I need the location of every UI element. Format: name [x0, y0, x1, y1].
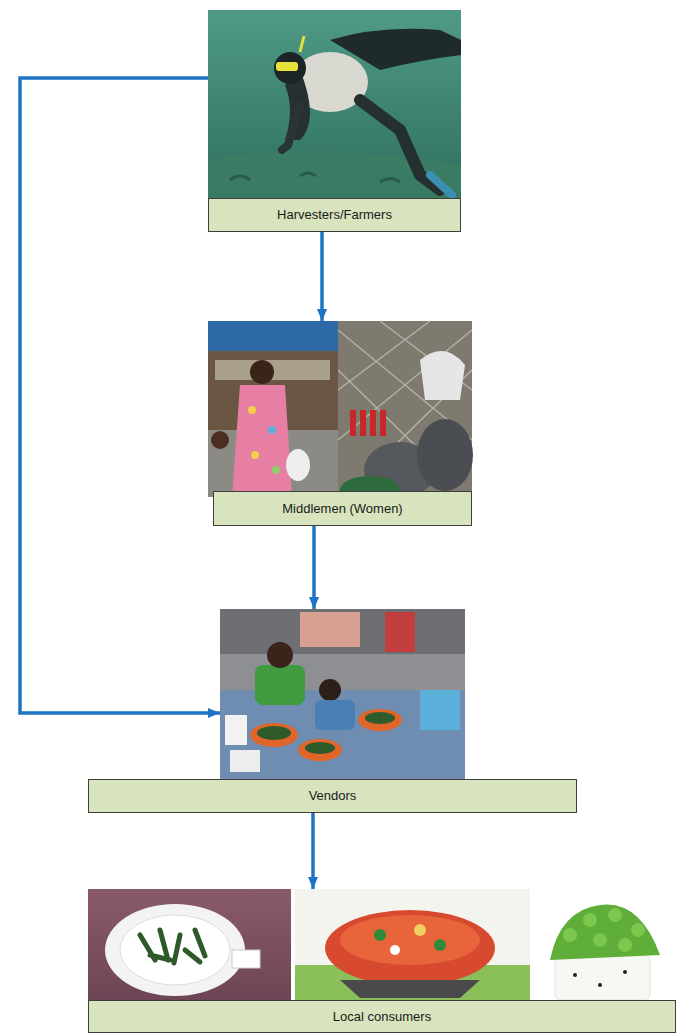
node-label: Vendors	[309, 788, 357, 804]
flow-arrow	[312, 526, 316, 609]
node-label: Middlemen (Women)	[282, 501, 402, 517]
dishes-photo	[88, 889, 677, 1000]
node-label: Local consumers	[333, 1009, 431, 1025]
flow-arrow	[311, 813, 315, 889]
flow-arrow	[20, 78, 220, 713]
vendors-photo	[220, 609, 465, 779]
label-box: Middlemen (Women)	[213, 491, 472, 526]
process-node: Middlemen (Women)	[208, 321, 472, 526]
label-box: Local consumers	[88, 1000, 676, 1033]
process-node: Local consumers	[88, 889, 676, 1033]
diver-photo	[208, 10, 461, 198]
process-node: Harvesters/Farmers	[208, 10, 461, 232]
market-photo	[208, 321, 473, 504]
label-box: Vendors	[88, 779, 577, 813]
process-node: Vendors	[220, 609, 465, 813]
node-label: Harvesters/Farmers	[277, 207, 392, 223]
label-box: Harvesters/Farmers	[208, 198, 461, 232]
flow-arrow	[320, 232, 324, 321]
